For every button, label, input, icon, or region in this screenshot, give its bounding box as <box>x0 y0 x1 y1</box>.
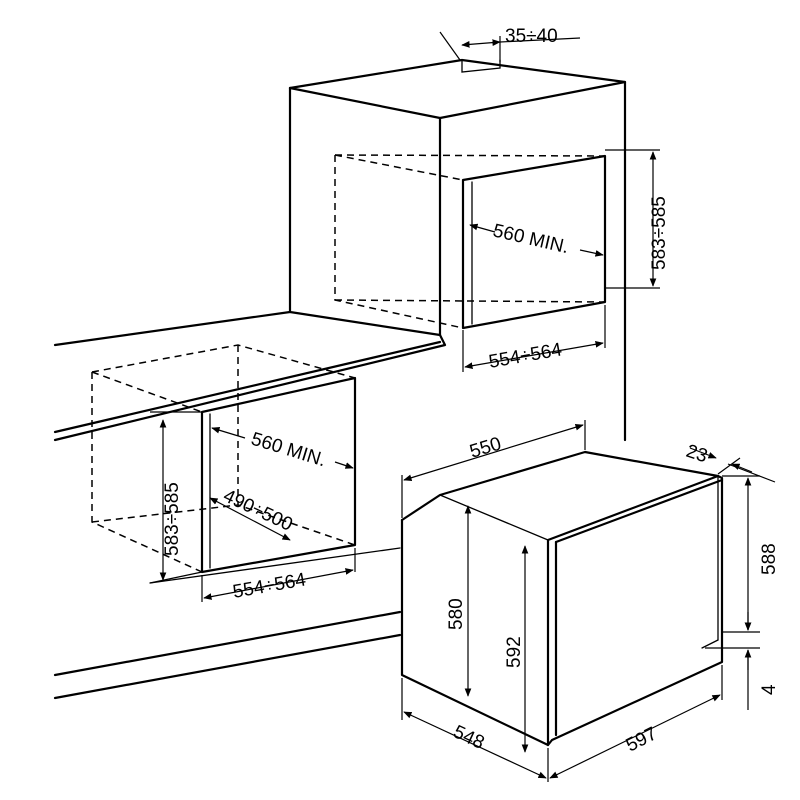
dimension-lines <box>149 31 776 782</box>
label-under-floor-opening: 490÷500 <box>220 485 296 535</box>
worktop <box>53 310 447 442</box>
label-under-niche-height: 583÷585 <box>162 482 183 556</box>
label-oven-body-height: 580 <box>446 598 467 630</box>
label-oven-bottom-gap: 4 <box>759 684 780 695</box>
label-column-niche-height: 583÷585 <box>649 196 670 270</box>
column-cabinet <box>288 58 627 442</box>
label-oven-front-height-total: 592 <box>504 636 525 668</box>
label-oven-body-width: 548 <box>450 721 488 753</box>
label-column-min-depth: 560 MIN. <box>491 220 571 258</box>
label-oven-front-height: 588 <box>759 543 780 575</box>
label-under-niche-width: 554÷564 <box>231 569 308 603</box>
label-oven-front-thickness: 23 <box>683 441 710 468</box>
label-column-niche-width: 554÷564 <box>487 339 564 373</box>
label-column-top-gap: 35÷40 <box>505 26 558 47</box>
label-under-min-depth: 560 MIN. <box>249 429 329 472</box>
label-oven-front-width: 597 <box>623 723 661 756</box>
label-oven-depth: 550 <box>467 433 503 462</box>
